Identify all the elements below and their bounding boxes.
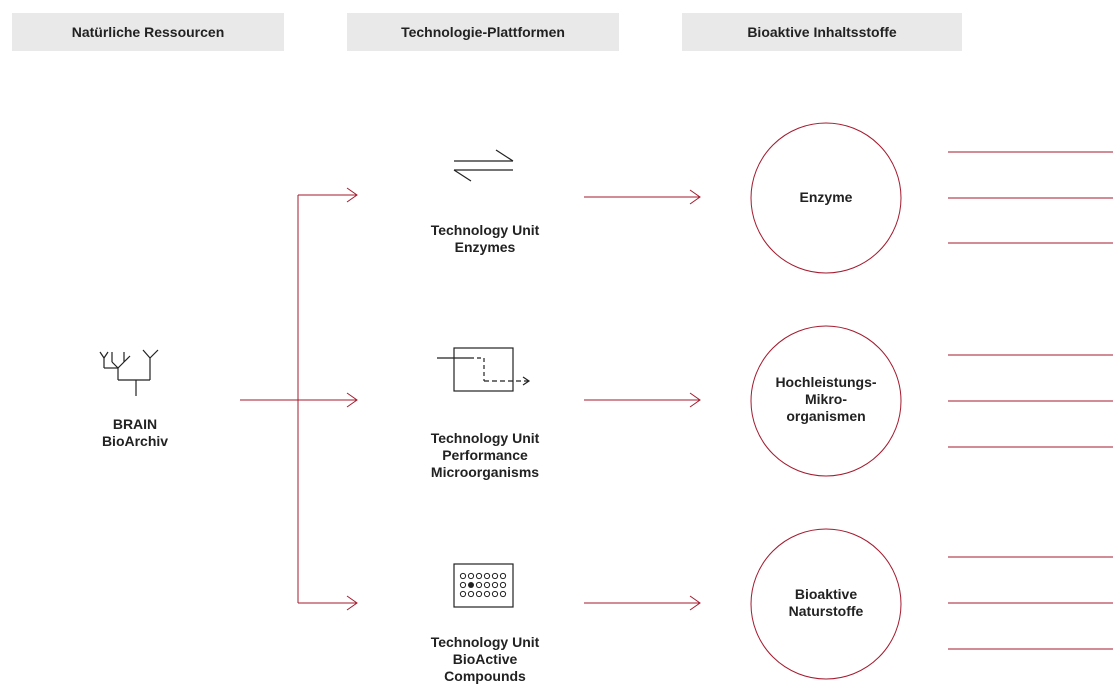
output-label-microorganisms: Hochleistungs- Mikro- organismen bbox=[751, 374, 901, 425]
output-label-line: Hochleistungs- bbox=[775, 374, 877, 390]
circle-microorganisms bbox=[750, 325, 902, 477]
unit-label-line: Performance bbox=[442, 447, 528, 463]
circle-enzyme bbox=[750, 122, 902, 274]
exchange-arrows-icon bbox=[453, 149, 514, 182]
unit-label-line: Enzymes bbox=[454, 239, 516, 255]
unit-label-line: Technology Unit bbox=[430, 222, 540, 238]
unit-label-enzymes: Technology Unit Enzymes bbox=[400, 222, 570, 256]
source-line-1: BRAIN bbox=[112, 416, 158, 432]
flow-box-icon bbox=[437, 347, 531, 392]
unit-label-line: Technology Unit bbox=[430, 430, 540, 446]
circle-compounds bbox=[750, 528, 902, 680]
output-label-enzyme: Enzyme bbox=[751, 189, 901, 206]
unit-label-line: BioActive bbox=[452, 651, 518, 667]
unit-label-line: Technology Unit bbox=[430, 634, 540, 650]
source-label-bioarchiv: BRAIN BioArchiv bbox=[70, 416, 200, 450]
arrowhead-unit3 bbox=[346, 595, 358, 611]
arrowhead-microorganisms bbox=[689, 392, 701, 408]
arrowhead-enzyme bbox=[689, 189, 701, 205]
output-label-line: Naturstoffe bbox=[788, 603, 864, 619]
source-line-2: BioArchiv bbox=[101, 433, 169, 449]
dot-grid-icon bbox=[453, 563, 514, 608]
unit-label-microorganisms: Technology Unit Performance Microorganis… bbox=[400, 430, 570, 481]
branching-tree-icon bbox=[99, 349, 159, 396]
output-label-line: organismen bbox=[786, 408, 866, 424]
output-label-natural-compounds: Bioaktive Naturstoffe bbox=[751, 586, 901, 620]
arrowhead-unit1 bbox=[346, 187, 358, 203]
output-label-line: Enzyme bbox=[799, 189, 853, 205]
output-label-line: Mikro- bbox=[805, 391, 847, 407]
unit-label-line: Microorganisms bbox=[430, 464, 540, 480]
arrowhead-unit2 bbox=[346, 392, 358, 408]
header-natural-resources: Natürliche Ressourcen bbox=[12, 13, 284, 51]
output-label-line: Bioaktive bbox=[794, 586, 858, 602]
unit-label-bioactive-compounds: Technology Unit BioActive Compounds bbox=[400, 634, 570, 685]
arrowhead-compounds bbox=[689, 595, 701, 611]
header-technology-platforms: Technologie-Plattformen bbox=[347, 13, 619, 51]
header-bioactive-ingredients: Bioaktive Inhaltsstoffe bbox=[682, 13, 962, 51]
unit-label-line: Compounds bbox=[444, 668, 526, 684]
